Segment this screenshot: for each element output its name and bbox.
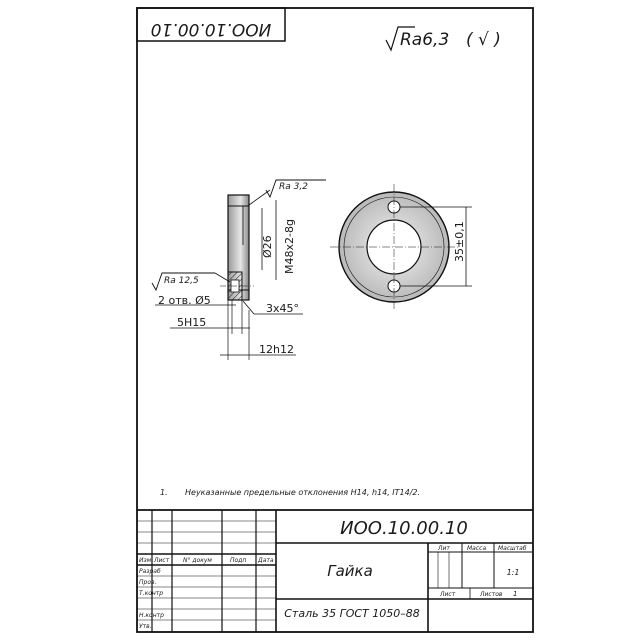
front-view [330,184,458,310]
col-data: Дата [257,557,274,564]
dim-5h15-group: 5H15 [170,300,250,334]
roughness-125-mark: Ra 12,5 [151,272,231,292]
part-name: Гайка [327,562,373,580]
dim-chamfer: 3x45° [266,302,299,315]
col-podp: Подп [230,557,246,564]
lit-label: Лит [437,545,450,552]
sheets-label: Листов [479,591,503,598]
col-izm: Изм [139,557,152,564]
technical-note: 1. Неуказанные предельные отклонения H14… [160,488,420,497]
dim-thread: M48x2-8g [283,219,296,274]
material: Сталь 35 ГОСТ 1050–88 [284,607,420,620]
row-razrab: Разраб [139,568,161,575]
col-ndokum: N° докум [183,557,212,564]
roughness-32-mark: Ra 3,2 [248,179,326,206]
row-utv: Утв. [139,623,152,630]
sheets-value: 1 [513,590,517,598]
note-text: Неуказанные предельные отклонения H14, h… [185,488,420,497]
roughness-125-value: Ra 12,5 [164,276,199,286]
title-block [137,509,533,632]
general-roughness: Ra6,3 ( √ ) [385,26,501,52]
drawing-number: ИОО.10.00.10 [340,518,468,539]
chamfer-dimension: 3x45° [242,300,303,315]
side-view [220,194,254,301]
row-tkontr: Т.контр [139,590,163,597]
roughness-general-value: Ra6,3 [400,30,449,50]
dim-holes: 2 отв. Ø5 [158,294,211,307]
scale-label: Масштаб [498,545,527,552]
dim-35-group: 35±0,1 [400,206,472,287]
row-prov: Пров. [139,579,157,586]
drawing-number-mirrored: ИОО.10.00.10 [151,19,272,39]
mirrored-number-box: ИОО.10.00.10 [136,7,286,42]
dim-35: 35±0,1 [453,221,466,262]
dim-5h15: 5H15 [177,316,206,329]
col-list: Лист [153,557,170,564]
sheet-frame [136,7,534,633]
scale-value: 1:1 [507,568,520,577]
dim-12h12-group: 12h12 [220,300,296,360]
title-block-text: ИОО.10.00.10 Гайка Сталь 35 ГОСТ 1050–88… [139,518,527,630]
mass-label: Масса [467,545,486,552]
note-number: 1. [160,488,168,497]
dim-12h12: 12h12 [259,343,294,356]
row-nkontr: Н.контр [139,612,164,619]
roughness-general-paren: ( √ ) [466,30,501,50]
roughness-32-value: Ra 3,2 [279,182,308,192]
diameter-dimensions: Ø26 M48x2-8g [261,200,296,280]
dim-d26: Ø26 [261,235,274,258]
holes-dimension: 2 отв. Ø5 [155,294,236,307]
sheet-label: Лист [439,591,456,598]
